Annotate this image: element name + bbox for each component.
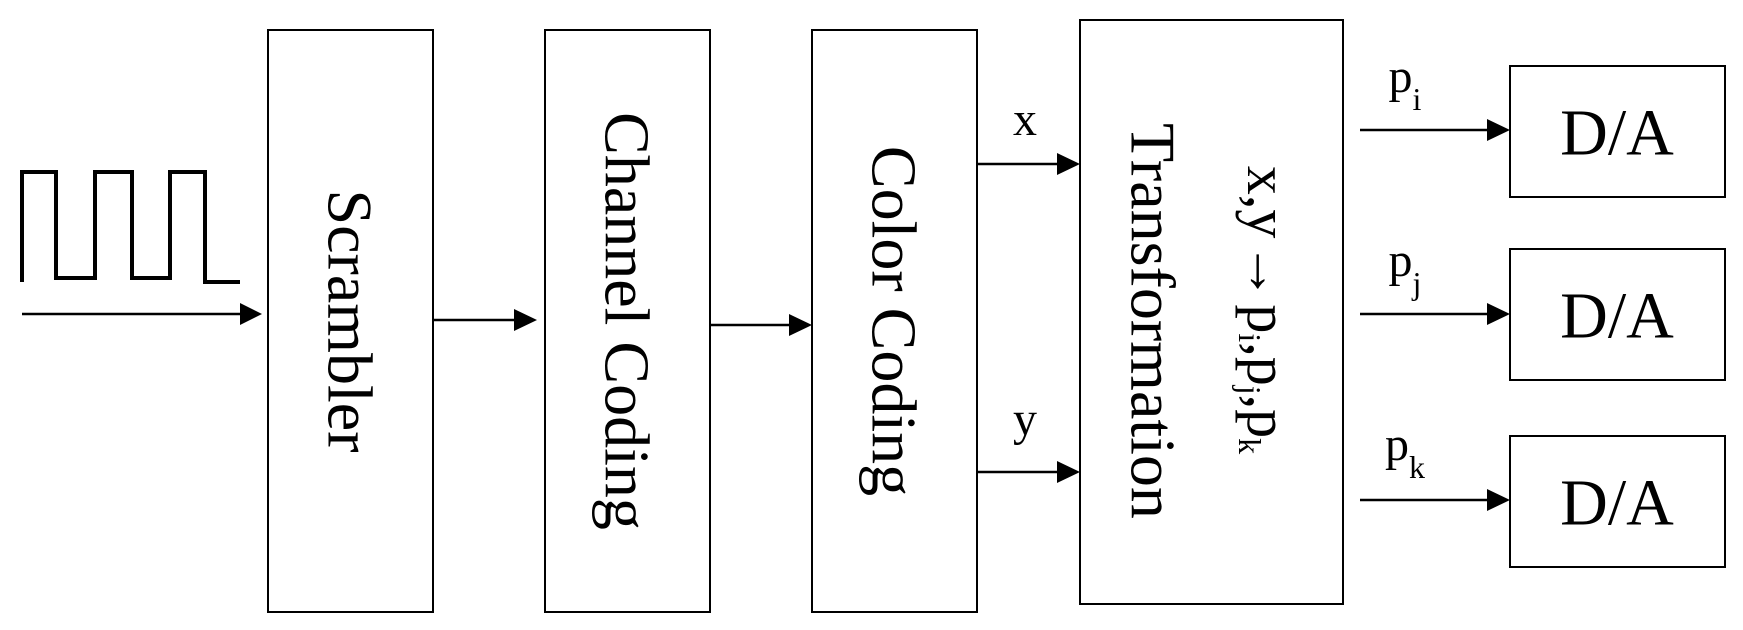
color-coding-label: Color Coding <box>859 146 930 496</box>
y-signal-arrow: y <box>977 393 1080 483</box>
transformation-formula: x,y→pi,pj,pk <box>1232 166 1301 454</box>
pk-label: pk <box>1385 418 1425 485</box>
pj-label: pj <box>1389 234 1422 301</box>
da-block-1: D/A <box>1509 65 1726 198</box>
y-signal-label: y <box>1013 393 1037 446</box>
channel-coding-label: Channel Coding <box>592 112 663 530</box>
arrow-channel-to-color <box>710 314 812 336</box>
output-pi-arrow: pi <box>1360 50 1510 141</box>
da-label-1: D/A <box>1560 97 1674 170</box>
channel-coding-block: Channel Coding <box>544 29 711 613</box>
color-coding-block: Color Coding <box>811 29 978 613</box>
input-arrow <box>22 303 262 325</box>
x-signal-label: x <box>1013 93 1037 146</box>
output-pk-arrow: pk <box>1360 418 1510 511</box>
da-block-3: D/A <box>1509 435 1726 568</box>
pi-label: pi <box>1389 50 1422 117</box>
scrambler-label: Scrambler <box>315 190 386 453</box>
scrambler-block: Scrambler <box>267 29 434 613</box>
arrow-scrambler-to-channel <box>433 309 537 331</box>
square-wave-input-icon <box>20 170 240 284</box>
da-label-3: D/A <box>1560 467 1674 540</box>
output-pj-arrow: pj <box>1360 234 1510 325</box>
da-label-2: D/A <box>1560 280 1674 353</box>
da-block-2: D/A <box>1509 248 1726 381</box>
transformation-label: Transformation <box>1118 123 1189 519</box>
transformation-block: Transformation x,y→pi,pj,pk <box>1079 19 1344 605</box>
x-signal-arrow: x <box>977 93 1080 175</box>
